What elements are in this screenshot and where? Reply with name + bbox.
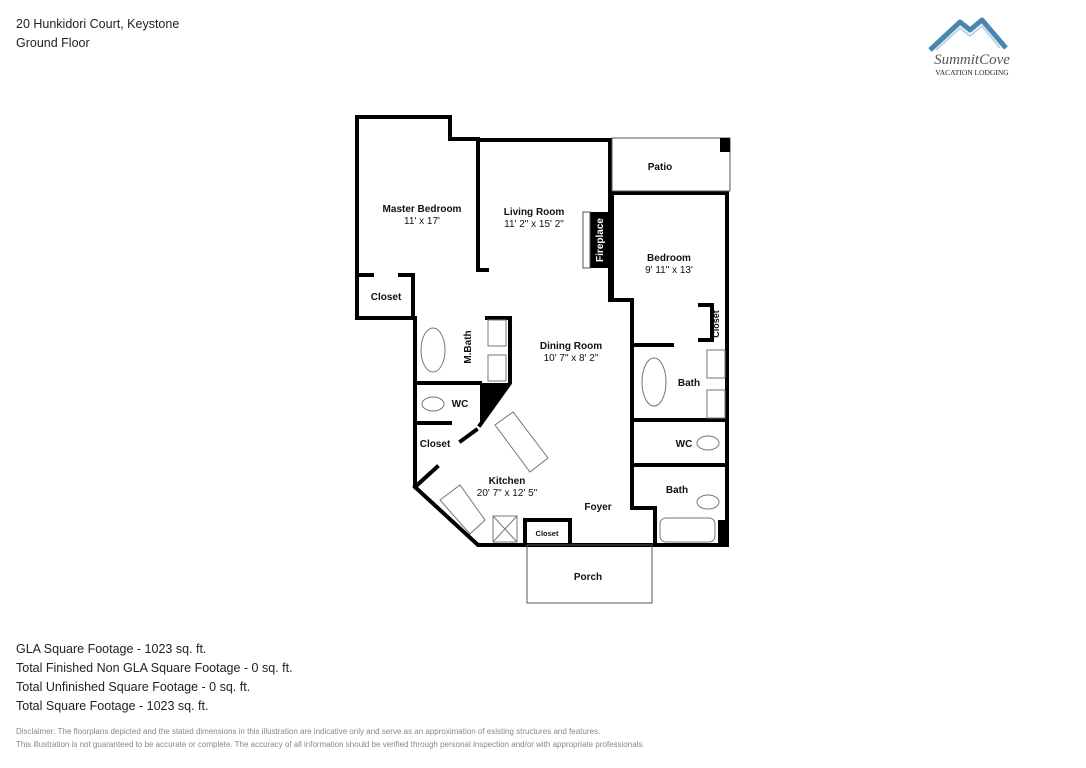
room-label: Closet [420,439,451,450]
room-dims: 11' 2" x 15' 2" [504,219,564,230]
room-label: Fireplace [595,218,606,262]
patio-porch-outlines [526,137,731,604]
chase [480,383,510,425]
walls [355,115,729,547]
room-label: Porch [574,572,602,583]
disclaimer-line: This illustration is not guaranteed to b… [16,740,645,749]
kitchen-island [494,411,549,473]
room-dims: 9' 11" x 13' [645,265,693,276]
floor-subtitle: Ground Floor [16,36,90,50]
master-tub [420,327,446,373]
fixtures [420,319,726,543]
patio-column [720,138,730,152]
non-gla-footage: Total Finished Non GLA Square Footage - … [16,661,293,675]
room-label: Closet [371,292,402,303]
total-footage: Total Square Footage - 1023 sq. ft. [16,699,209,713]
room-label: Living Room [504,207,565,218]
fireplace [590,212,610,268]
address-title: 20 Hunkidori Court, Keystone [16,17,180,31]
room-label: M.Bath [463,330,474,363]
room-label: Master Bedroom [383,204,462,215]
room-label: Dining Room [540,341,602,352]
room-label: Patio [648,162,672,173]
tub [659,517,716,543]
stove [439,484,486,535]
toilet [421,396,445,412]
disclaimer-line: Disclaimer: The floorplans depicted and … [16,727,601,736]
room-label: WC [452,399,469,410]
toilet [696,494,720,510]
summitcove-logo: SummitCove VACATION LODGING [928,17,1010,77]
svg-text:VACATION LODGING: VACATION LODGING [935,68,1009,77]
room-label: Kitchen [489,476,526,487]
fridge [492,515,518,543]
room-label: Bath [678,378,700,389]
room-label: Foyer [584,502,611,513]
room-dims: 11' x 17' [404,216,440,227]
room-dims: 10' 7" x 8' 2" [544,353,599,364]
room-label: Bedroom [647,253,691,264]
toilet [696,435,720,451]
room-label: Closet [536,529,559,538]
room-label: WC [676,439,693,450]
room-label: Bath [666,485,688,496]
svg-text:SummitCove: SummitCove [934,52,1010,68]
room-dims: 20' 7" x 12' 5" [477,488,538,499]
gla-footage: GLA Square Footage - 1023 sq. ft. [16,642,207,656]
unfinished-footage: Total Unfinished Square Footage - 0 sq. … [16,680,251,694]
room-label: Closet [711,310,721,338]
bath-tub [641,357,667,407]
